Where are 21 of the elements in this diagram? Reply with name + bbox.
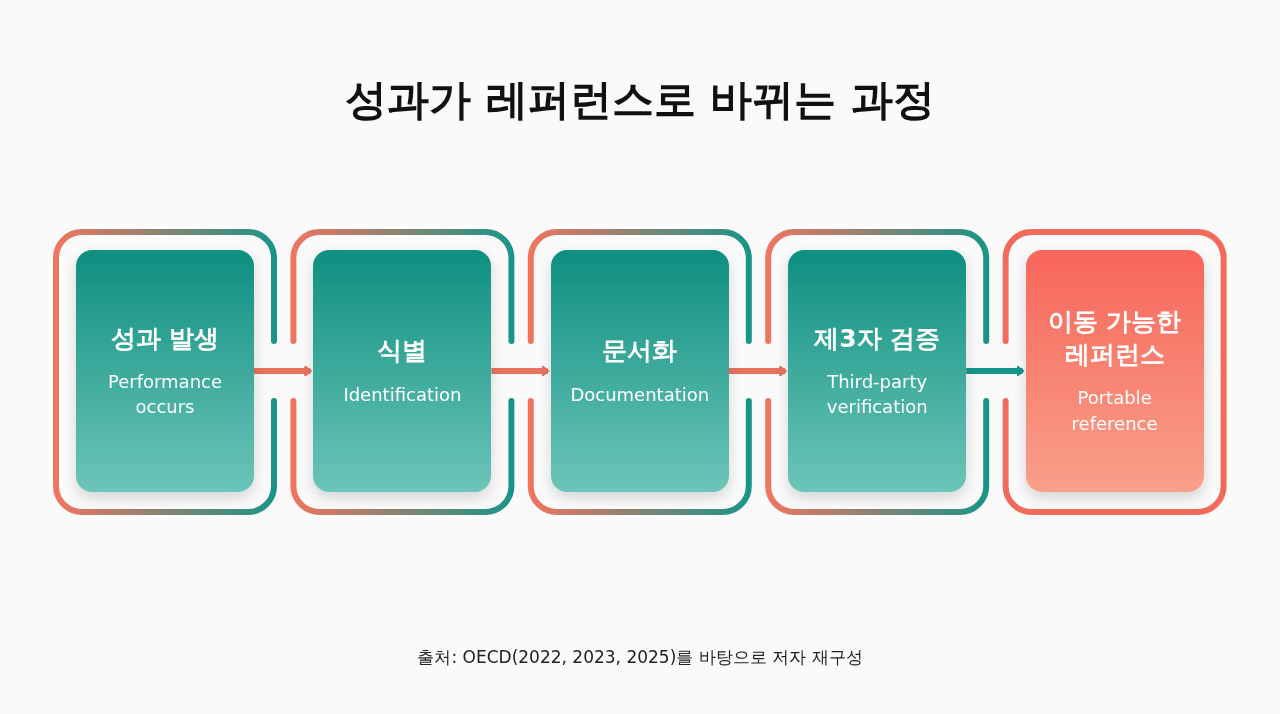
arrow [966,365,1024,377]
step-card [1025,250,1204,492]
arrow [491,365,550,377]
step-description: Documentation [570,382,710,407]
step-card [788,250,967,492]
step-card [76,250,254,492]
step-description: Identification [343,382,462,407]
step-title: 성과 발생 [110,322,220,355]
diagram-title: 성과가 레퍼런스로 바뀌는 과정 [344,74,936,126]
step-description: Performance occurs [106,370,224,420]
step-card [550,250,729,492]
arrow [728,365,787,377]
step-title: 제3자 검증 [814,322,941,355]
step-title: 식별 [377,335,428,368]
step-card [313,250,492,492]
step-description: Portable reference [1070,386,1159,436]
step-title: 이동 가능한 레퍼런스 [1046,306,1183,371]
source-caption: 출처: OECD(2022, 2023, 2025)를 바탕으로 저자 재구성 [416,646,864,669]
step-title: 문서화 [602,335,678,368]
step-description: Third-party verification [825,370,929,420]
arrow [254,365,312,377]
